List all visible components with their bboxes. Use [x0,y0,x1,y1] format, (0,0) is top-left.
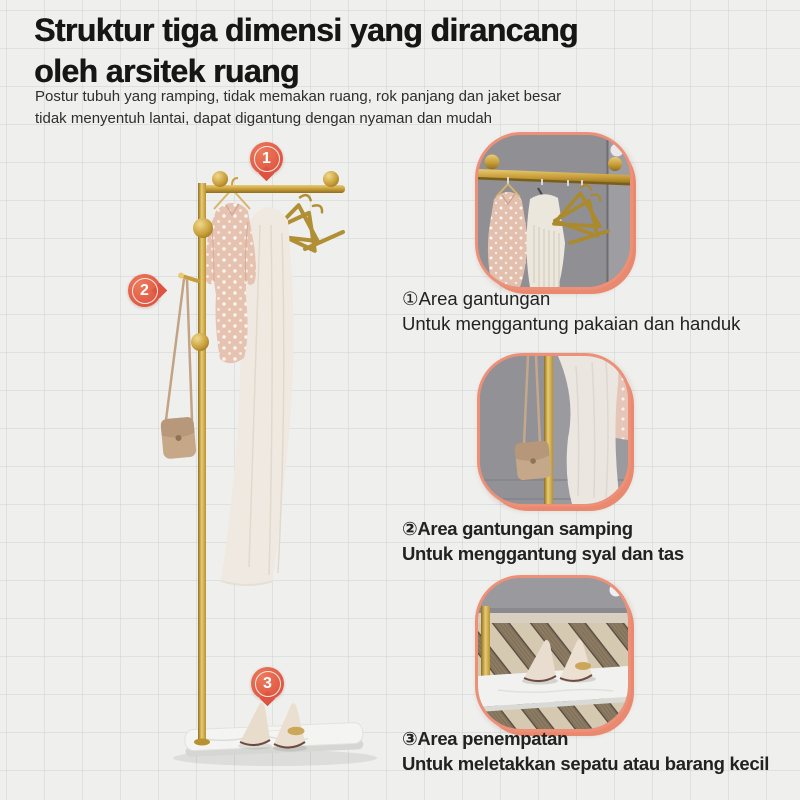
feature-3-desc: Untuk meletakkan sepatu atau barang keci… [402,752,770,774]
feature-3-text: ③Area penempatan Untuk meletakkan sepatu… [402,727,769,776]
marker-pin-2: 2 [128,274,161,307]
shoes-pair [238,702,307,752]
hanging-bag [160,278,197,459]
marker-pin-1: 1 [250,142,283,175]
pole-disc-hook-lower [191,333,209,351]
clothes-rack-product-photo [160,171,377,766]
marker-pin-3: 3 [251,667,284,700]
gold-frame [178,171,345,746]
marker-pin-2-number: 2 [140,281,149,299]
side-hook-arm [180,274,200,283]
feature-2-text: ②Area gantungan samping Untuk menggantun… [402,517,684,566]
page-title-line2: oleh arsitek ruang [34,53,299,89]
polka-dot-blouse [205,177,256,364]
pole-disc-hook-upper [193,218,213,238]
feature-photo-marble-base-with-shoes [475,575,631,732]
feature-photo-rail-with-hangers [475,132,633,290]
white-dress [220,207,294,586]
feature-1-title: ①Area gantungan [402,288,551,309]
marker-pin-3-number: 3 [263,674,272,692]
page-title: Struktur tiga dimensi yang dirancang ole… [34,10,578,92]
page-title-line1: Struktur tiga dimensi yang dirancang [34,12,578,48]
gold-hangers [266,193,345,253]
page-subtitle-line1: Postur tubuh yang ramping, tidak memakan… [35,88,562,105]
feature-1-text: ①Area gantungan Untuk menggantung pakaia… [402,287,740,336]
feature-3-title: ③Area penempatan [402,728,569,749]
feature-1-desc: Untuk menggantung pakaian dan handuk [402,312,741,334]
marker-pin-1-number: 1 [262,149,271,167]
page-subtitle-line2: tidak menyentuh lantai, dapat digantung … [35,110,493,127]
feature-2-desc: Untuk menggantung syal dan tas [402,542,684,564]
page-subtitle: Postur tubuh yang ramping, tidak memakan… [35,86,561,130]
feature-2-title: ②Area gantungan samping [402,518,633,539]
feature-photo-side-hook-with-bag [477,353,631,507]
